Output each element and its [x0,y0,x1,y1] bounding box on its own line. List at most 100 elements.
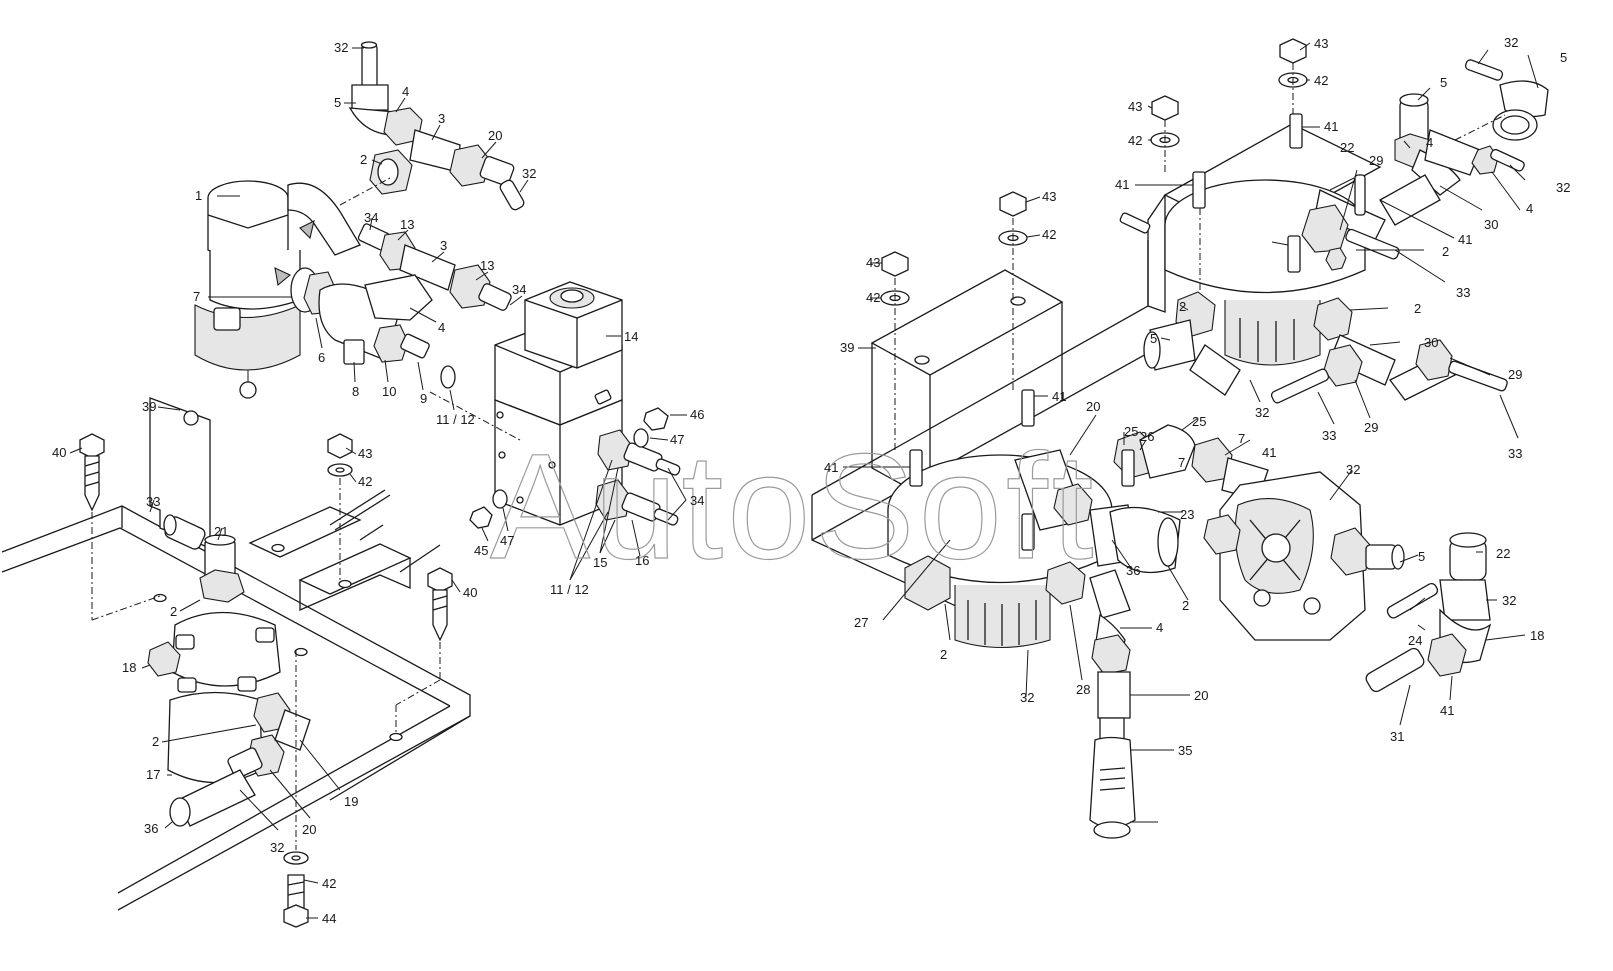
studs-nuts-washers-right [880,38,1308,551]
callout-label: 41 [1324,119,1338,134]
callout-label: 32 [522,166,536,181]
callout-label: 6 [318,350,325,365]
callout-label: 40 [52,445,66,460]
callout-label: 41 [1052,389,1066,404]
callout-label: 41 [1440,703,1454,718]
callout-leader-lines [69,42,1539,919]
callout-label: 32 [1504,35,1518,50]
valve-23-assembly [1203,471,1405,641]
bracket-plate-middle [248,506,412,611]
callout-label: 2 [1442,244,1449,259]
callout-label: 45 [474,543,488,558]
callout-label: 29 [1369,153,1383,168]
callout-label: 7 [1178,455,1185,470]
callout-label: 5 [1418,549,1425,564]
callout-label: 10 [382,384,396,399]
callout-label: 46 [690,407,704,422]
callout-label: 34 [690,493,704,508]
callout-label: 18 [122,660,136,675]
callout-label: 42 [322,876,336,891]
callout-label: 11 / 12 [436,412,475,427]
callout-label: 41 [824,460,838,475]
callout-label: 23 [1180,507,1194,522]
callout-label: 4 [1156,620,1163,635]
fittings-right-lower [1365,532,1492,693]
callout-label: 39 [142,399,156,414]
callout-label: 20 [1086,399,1100,414]
callout-label: 22 [1496,546,1510,561]
fittings-right-center [1014,424,1269,839]
callout-label: 17 [146,767,160,782]
fitting-chain-top-left [348,41,525,211]
callout-label: 33 [146,494,160,509]
fittings-lower-left [163,514,206,550]
solenoid-port-fittings [469,407,681,529]
callout-label: 33 [1508,446,1522,461]
callout-label: 42 [866,290,880,305]
callout-label: 43 [866,255,880,270]
callout-label: 32 [1502,593,1516,608]
callout-label: 8 [352,384,359,399]
callout-label: 5 [334,95,341,110]
callout-label: 2 [360,152,367,167]
callout-label: 7 [1238,431,1245,446]
mounting-frame-left [1,505,471,911]
callout-label: 34 [364,210,378,225]
callout-label: 36 [1126,563,1140,578]
callout-label: 43 [358,446,372,461]
valve-8-assembly [290,267,456,389]
callout-label: 20 [302,822,316,837]
callout-label: 13 [400,217,414,232]
callout-label: 2 [1179,299,1186,314]
callout-label: 3 [440,238,447,253]
callout-label: 30 [1484,217,1498,232]
callout-label: 25 [1124,424,1138,439]
callout-label: 31 [1390,729,1404,744]
callout-label: 40 [463,585,477,600]
callout-label: 21 [214,524,228,539]
callout-label: 5 [1150,331,1157,346]
callout-label: 11 / 12 [550,582,589,597]
callout-label: 39 [840,340,854,355]
callout-label: 16 [635,553,649,568]
callout-label: 36 [144,821,158,836]
callout-label: 30 [1424,335,1438,350]
callout-label: 32 [1556,180,1570,195]
callout-label: 33 [1456,285,1470,300]
callout-label: 32 [1255,405,1269,420]
callout-label: 25 [1192,414,1206,429]
callout-label: 2 [940,647,947,662]
callout-label: 41 [1458,232,1472,247]
callout-label: 33 [1322,428,1336,443]
callout-label: 35 [1178,743,1192,758]
callout-label: 19 [344,794,358,809]
callout-label: 2 [1414,301,1421,316]
callout-label: 14 [624,329,638,344]
callout-label: 47 [670,432,684,447]
fitting-chain-mid-left [357,223,512,311]
callout-label: 42 [1042,227,1056,242]
callout-label: 43 [1314,36,1328,51]
callout-label: 2 [1182,598,1189,613]
fittings-right-upper [1143,59,1549,404]
callout-label: 4 [1426,135,1433,150]
solenoid-valve-14 [494,281,623,526]
callout-label: 42 [1314,73,1328,88]
callout-label: 42 [1128,133,1142,148]
pressure-valve-17 [147,534,311,827]
callout-labels: 32 5 4 3 20 2 32 1 34 13 3 13 34 7 4 6 8… [52,35,1570,926]
callout-label: 20 [1194,688,1208,703]
callout-label: 13 [480,258,494,273]
callout-label: 3 [438,111,445,126]
callout-label: 28 [1076,682,1090,697]
callout-label: 26 [1140,429,1154,444]
callout-label: 41 [1262,445,1276,460]
callout-label: 42 [358,474,372,489]
callout-label: 2 [170,604,177,619]
callout-label: 2 [152,734,159,749]
callout-label: 44 [322,911,336,926]
assembly-center-lines [91,63,1506,850]
callout-label: 34 [512,282,526,297]
callout-label: 43 [1128,99,1142,114]
